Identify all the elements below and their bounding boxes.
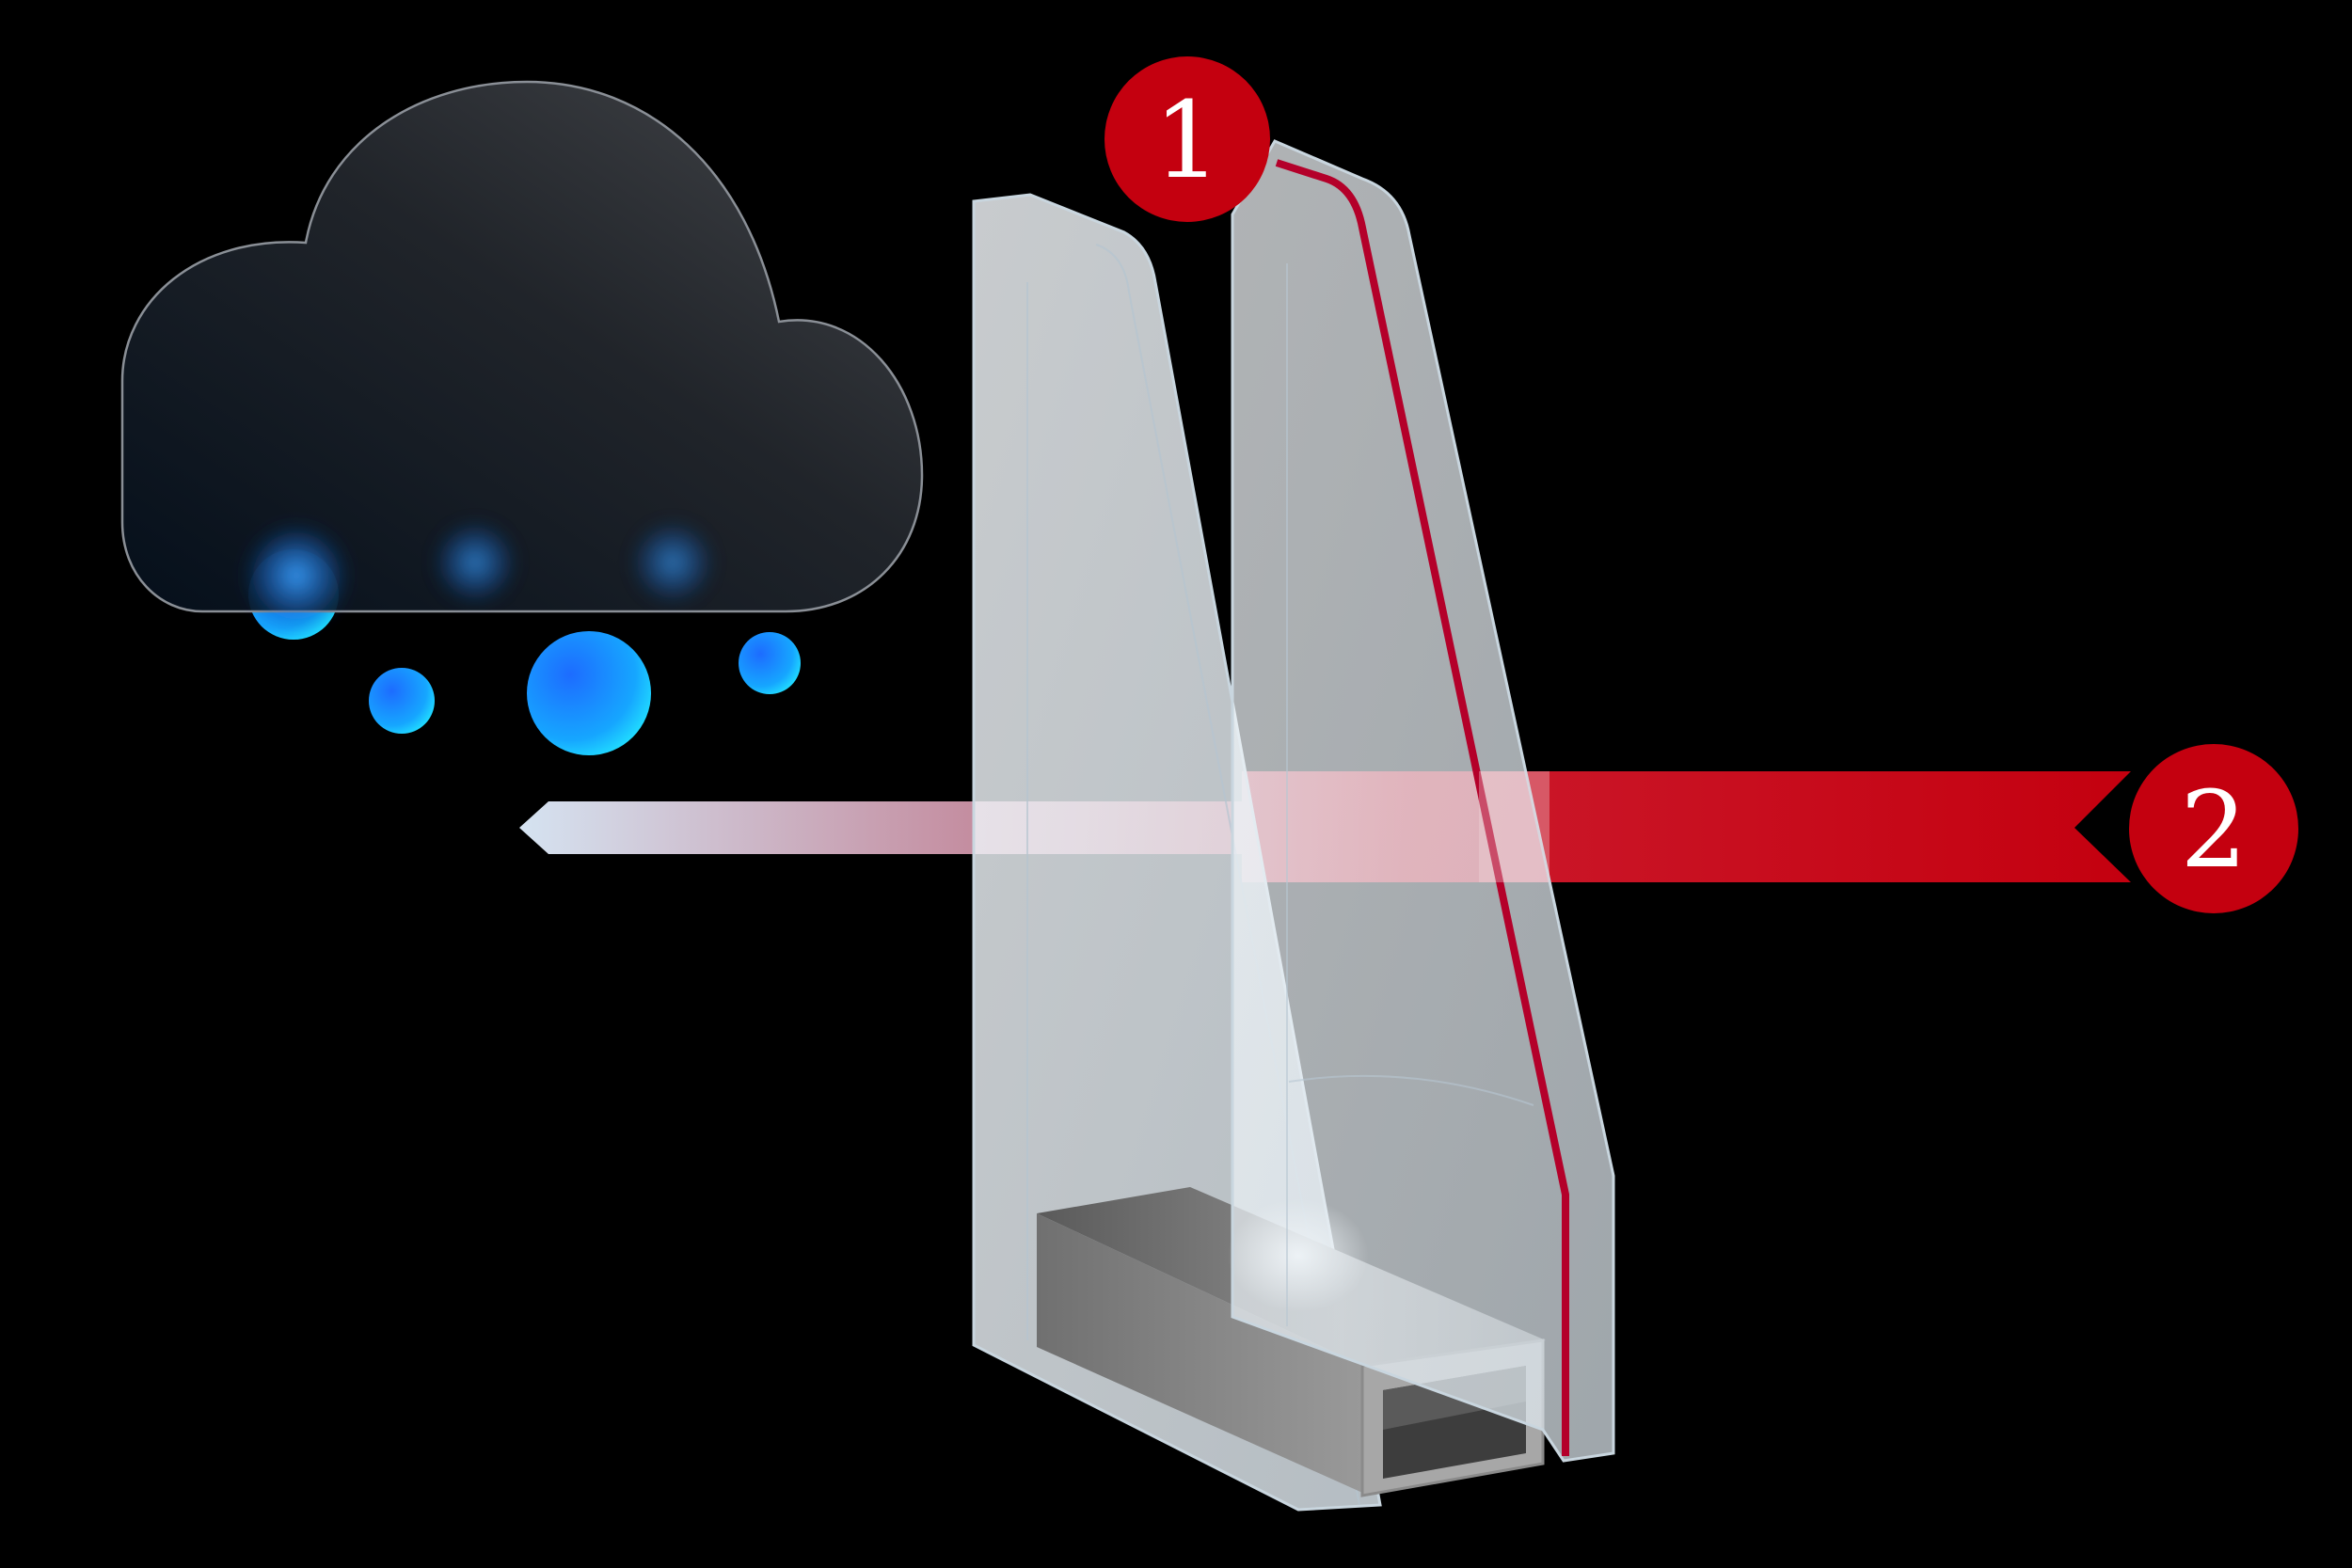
- raindrop-icon: [739, 632, 801, 694]
- raindrop-icon: [369, 668, 435, 734]
- cloud-icon: [120, 80, 924, 755]
- badge-1-label: 1: [1153, 80, 1220, 202]
- glass-pane-inner-edge: [1286, 263, 1534, 1326]
- raindrop-glow-icon: [628, 517, 718, 608]
- spacer-front-face: [1037, 1213, 1369, 1496]
- raindrop-glow-icon: [240, 519, 353, 632]
- badge-2: 2: [2129, 744, 2298, 913]
- cloud-shape: [120, 80, 924, 613]
- low-e-coating-line: [1275, 159, 1569, 1456]
- glass-unit: [972, 139, 1615, 1512]
- raindrop-icon: [527, 631, 651, 755]
- glass-pane-outer-edge: [1026, 244, 1360, 1506]
- badge-2-label: 2: [2180, 769, 2247, 892]
- heat-arrow-reflection: [1479, 771, 1549, 882]
- raindrop-glow-icon: [430, 517, 520, 608]
- glass-pane-inner: [1231, 139, 1615, 1463]
- badge-1: 1: [1104, 56, 1270, 222]
